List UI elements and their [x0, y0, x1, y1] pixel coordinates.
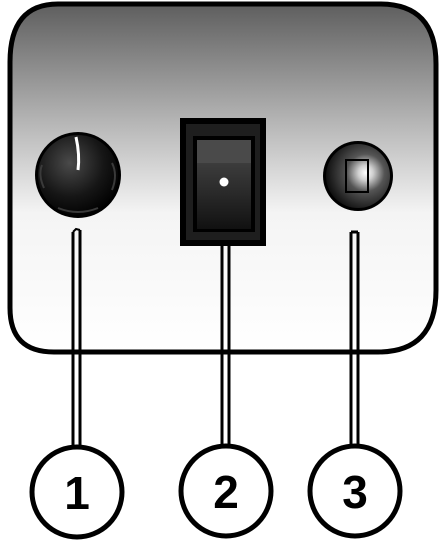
switch-indicator-dot [219, 177, 229, 187]
leader-line-1 [71, 227, 82, 460]
indicator-lamp [323, 141, 393, 211]
callout-3: 3 [307, 443, 403, 539]
knob-pointer [74, 136, 81, 171]
callout-number-1: 1 [64, 467, 90, 519]
callout-1: 1 [29, 444, 125, 540]
callout-number-3: 3 [342, 466, 368, 518]
rocker-switch [180, 118, 266, 246]
callout-number-2: 2 [213, 466, 239, 518]
leader-line-3 [349, 230, 360, 458]
leader-line-2 [220, 240, 231, 458]
callout-2: 2 [178, 443, 274, 539]
rotary-knob [35, 132, 121, 218]
